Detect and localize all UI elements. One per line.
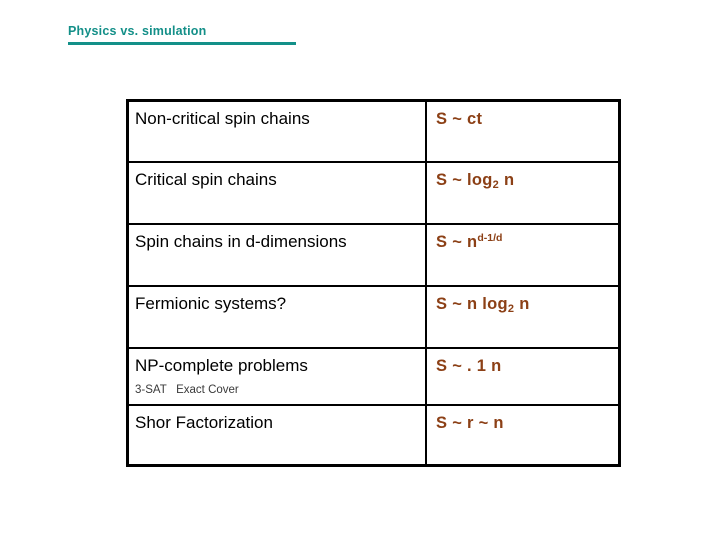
system-label: Non-critical spin chains bbox=[135, 109, 310, 128]
table-row: Fermionic systems? S ~ n log2 n bbox=[127, 285, 620, 348]
formula-prefix: S ~ log bbox=[436, 170, 493, 189]
system-cell: NP-complete problems 3-SAT Exact Cover bbox=[127, 347, 427, 405]
table-row: Non-critical spin chains S ~ ct bbox=[127, 100, 620, 162]
scaling-formula: S ~ nd-1/d bbox=[436, 232, 618, 254]
scaling-cell: S ~ nd-1/d bbox=[426, 224, 620, 286]
formula-prefix: S ~ . 1 n bbox=[436, 356, 502, 375]
scaling-cell: S ~ . 1 n bbox=[426, 348, 620, 405]
scaling-formula: S ~ ct bbox=[436, 109, 618, 129]
scaling-cell: S ~ log2 n bbox=[426, 162, 620, 224]
scaling-cell: S ~ ct bbox=[426, 101, 620, 162]
system-sublabel: 3-SAT Exact Cover bbox=[135, 383, 239, 396]
table-row: NP-complete problems 3-SAT Exact Cover S… bbox=[127, 347, 620, 405]
title-underline bbox=[68, 42, 296, 45]
physics-vs-simulation-table: Non-critical spin chains S ~ ct Critical… bbox=[126, 99, 621, 467]
formula-subscript: 2 bbox=[492, 178, 500, 191]
system-cell: Spin chains in d-dimensions bbox=[127, 223, 427, 286]
system-label: Spin chains in d-dimensions bbox=[135, 231, 347, 251]
system-cell: Fermionic systems? bbox=[127, 285, 427, 348]
table-row: Shor Factorization S ~ r ~ n bbox=[127, 404, 620, 466]
table-row: Spin chains in d-dimensions S ~ nd-1/d bbox=[127, 223, 620, 286]
formula-superscript: d-1/d bbox=[477, 231, 503, 244]
scaling-formula: S ~ log2 n bbox=[436, 170, 618, 192]
scaling-formula: S ~ r ~ n bbox=[436, 413, 618, 433]
formula-prefix: S ~ n bbox=[436, 232, 478, 251]
system-cell: Shor Factorization bbox=[127, 404, 427, 466]
scaling-cell: S ~ r ~ n bbox=[426, 405, 620, 466]
page-title: Physics vs. simulation bbox=[68, 24, 207, 38]
formula-suffix: n bbox=[499, 170, 515, 189]
table-row: Critical spin chains S ~ log2 n bbox=[127, 161, 620, 224]
scaling-formula: S ~ n log2 n bbox=[436, 294, 618, 316]
formula-subscript: 2 bbox=[507, 302, 515, 315]
table-body: Non-critical spin chains S ~ ct Critical… bbox=[127, 100, 620, 466]
slide-title-block: Physics vs. simulation bbox=[68, 24, 296, 45]
scaling-formula: S ~ . 1 n bbox=[436, 356, 618, 376]
formula-prefix: S ~ n log bbox=[436, 294, 508, 313]
system-cell: Non-critical spin chains bbox=[127, 100, 427, 162]
title-underline-wrapper bbox=[68, 42, 296, 45]
scaling-cell: S ~ n log2 n bbox=[426, 286, 620, 348]
system-label: Fermionic systems? bbox=[135, 293, 287, 313]
formula-prefix: S ~ ct bbox=[436, 110, 483, 128]
system-label: NP-complete problems bbox=[135, 355, 308, 375]
system-label: Shor Factorization bbox=[135, 412, 273, 432]
system-label: Critical spin chains bbox=[135, 169, 277, 189]
formula-prefix: S ~ r ~ n bbox=[436, 413, 504, 432]
system-cell: Critical spin chains bbox=[127, 161, 427, 224]
formula-suffix: n bbox=[514, 294, 530, 313]
